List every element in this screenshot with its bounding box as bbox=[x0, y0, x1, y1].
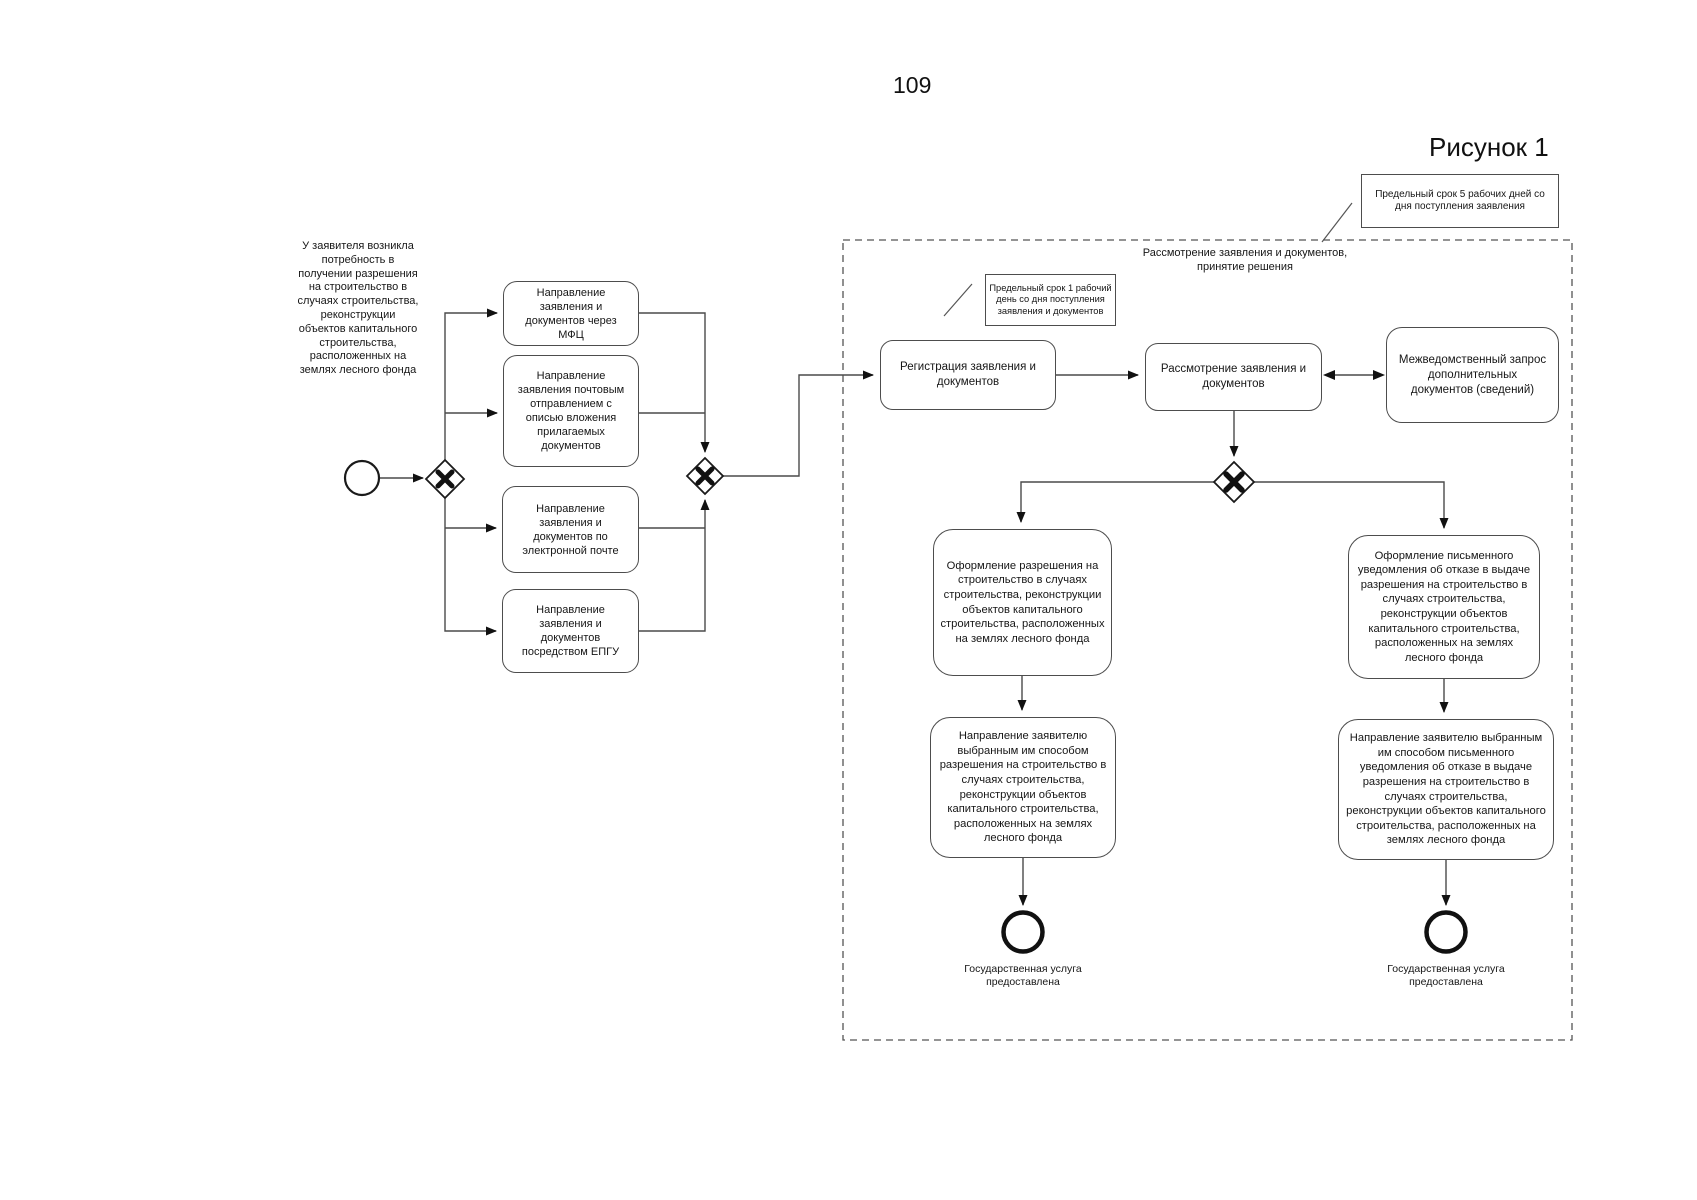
end-event-refusal-icon bbox=[1424, 910, 1468, 954]
connectors bbox=[380, 308, 1451, 906]
end-event-permit-icon bbox=[1001, 910, 1045, 954]
page-number: 109 bbox=[893, 72, 932, 98]
double-arrowheads bbox=[1323, 370, 1385, 380]
task-send-via-epgu-label: Направление заявления и документов посре… bbox=[521, 604, 620, 658]
task-send-by-mail-label: Направление заявления почтовым отправлен… bbox=[517, 370, 625, 452]
gateway-decision-icon bbox=[1212, 460, 1256, 504]
task-interagency-request: Межведомственный запрос дополнительных д… bbox=[1386, 327, 1559, 423]
task-interagency-request-label: Межведомственный запрос дополнительных д… bbox=[1398, 353, 1547, 396]
task-send-via-mfc: Направление заявления и документов через… bbox=[503, 281, 639, 346]
task-send-by-email-label: Направление заявления и документов по эл… bbox=[522, 502, 619, 557]
task-send-via-epgu: Направление заявления и документов посре… bbox=[502, 589, 639, 673]
subprocess-boundary bbox=[842, 239, 1573, 1041]
task-send-refusal: Направление заявителю выбранным им спосо… bbox=[1338, 719, 1554, 860]
annotation-association-lines bbox=[943, 202, 1353, 317]
flow-split-to-epgu bbox=[444, 497, 497, 636]
end-label-refusal: Государственная услуга предоставлена bbox=[1387, 963, 1505, 988]
task-registration: Регистрация заявления и документов bbox=[880, 340, 1056, 410]
annotation-five-days: Предельный срок 5 рабочих дней со дня по… bbox=[1361, 174, 1559, 228]
flow-epgu-to-merge bbox=[639, 499, 710, 632]
task-send-by-mail: Направление заявления почтовым отправлен… bbox=[503, 355, 639, 467]
gateway-merge-channels-icon bbox=[685, 456, 725, 496]
figure-caption: Рисунок 1 bbox=[1429, 132, 1549, 162]
task-send-refusal-label: Направление заявителю выбранным им спосо… bbox=[1346, 732, 1546, 847]
subprocess-title: Рассмотрение заявления и документов, при… bbox=[1142, 247, 1348, 273]
flow-merge-to-registration bbox=[723, 370, 874, 477]
flow-decision-to-issue-refusal bbox=[1254, 481, 1449, 529]
start-event-icon bbox=[343, 459, 381, 497]
annotation-one-day: Предельный срок 1 рабочий день со дня по… bbox=[985, 274, 1116, 326]
task-send-permit-label: Направление заявителю выбранным им спосо… bbox=[939, 730, 1107, 845]
task-send-via-mfc-label: Направление заявления и документов через… bbox=[525, 286, 617, 341]
task-send-by-email: Направление заявления и документов по эл… bbox=[502, 486, 639, 573]
task-review: Рассмотрение заявления и документов bbox=[1145, 343, 1322, 411]
task-issue-permit: Оформление разрешения на строительство в… bbox=[933, 529, 1112, 676]
task-issue-refusal-label: Оформление письменного уведомления об от… bbox=[1357, 549, 1531, 664]
annotation-one-day-text: Предельный срок 1 рабочий день со дня по… bbox=[989, 282, 1112, 316]
task-review-label: Рассмотрение заявления и документов bbox=[1160, 363, 1307, 390]
task-registration-label: Регистрация заявления и документов bbox=[900, 361, 1036, 388]
task-issue-permit-label: Оформление разрешения на строительство в… bbox=[940, 559, 1105, 645]
task-send-permit: Направление заявителю выбранным им спосо… bbox=[930, 717, 1116, 858]
start-description: У заявителя возникла потребность в получ… bbox=[297, 240, 419, 377]
gateway-split-channels-icon bbox=[424, 458, 466, 500]
annotation-five-days-text: Предельный срок 5 рабочих дней со дня по… bbox=[1375, 188, 1545, 213]
flow-mfc-to-merge bbox=[639, 312, 710, 453]
task-issue-refusal: Оформление письменного уведомления об от… bbox=[1348, 535, 1540, 679]
flow-split-to-mfc bbox=[444, 308, 498, 461]
end-label-permit: Государственная услуга предоставлена bbox=[964, 963, 1082, 988]
flow-decision-to-issue-permit bbox=[1016, 481, 1214, 523]
